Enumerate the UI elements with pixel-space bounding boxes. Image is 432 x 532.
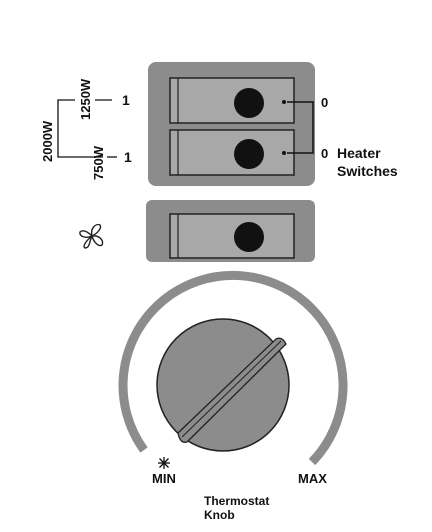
wattage-high-label: 1250W xyxy=(78,78,93,120)
thermostat-knob-label-line1: Thermostat xyxy=(204,494,269,508)
switch-indicator-dot xyxy=(234,139,264,169)
thermostat-dial: MIN MAX Thermostat Knob xyxy=(118,270,348,522)
switch-low-off-label: 0 xyxy=(321,146,328,161)
switches-bracket-line xyxy=(287,101,314,154)
wattage-low-label: 750W xyxy=(91,145,106,180)
fan-switch-panel xyxy=(146,200,315,262)
heater-switch-1250w[interactable] xyxy=(169,77,295,124)
wattage-bracket-line xyxy=(57,99,103,158)
switch-high-on-label: 1 xyxy=(122,92,130,108)
switch-indicator-dot xyxy=(234,222,264,252)
switch-body[interactable] xyxy=(169,77,295,124)
heater-switch-750w[interactable] xyxy=(169,129,295,176)
heater-switches-label-line2: Switches xyxy=(337,163,398,179)
wattage-total-label: 2000W xyxy=(40,120,55,162)
switch-high-off-label: 0 xyxy=(321,95,328,110)
knob-grip[interactable] xyxy=(177,337,287,443)
fan-icon xyxy=(79,223,104,249)
switch-indicator-dot xyxy=(234,88,264,118)
switch-body[interactable] xyxy=(169,213,295,259)
snowflake-icon xyxy=(158,457,170,469)
thermostat-knob-label-line2: Knob xyxy=(204,508,235,522)
switch-pivot-dot xyxy=(282,100,286,104)
heater-switch-panel xyxy=(148,62,315,186)
fan-switch[interactable] xyxy=(169,213,295,259)
knob-body[interactable] xyxy=(156,318,290,452)
switch-pivot-dot xyxy=(282,151,286,155)
thermostat-min-label: MIN xyxy=(152,471,176,486)
thermostat-knob[interactable] xyxy=(156,318,290,452)
switch-body[interactable] xyxy=(169,129,295,176)
thermostat-max-label: MAX xyxy=(298,471,327,486)
knob-grip-edge xyxy=(181,340,282,438)
heater-switches-label-line1: Heater xyxy=(337,145,381,161)
switch-low-on-label: 1 xyxy=(124,149,132,165)
thermostat-range-arc xyxy=(118,270,348,466)
